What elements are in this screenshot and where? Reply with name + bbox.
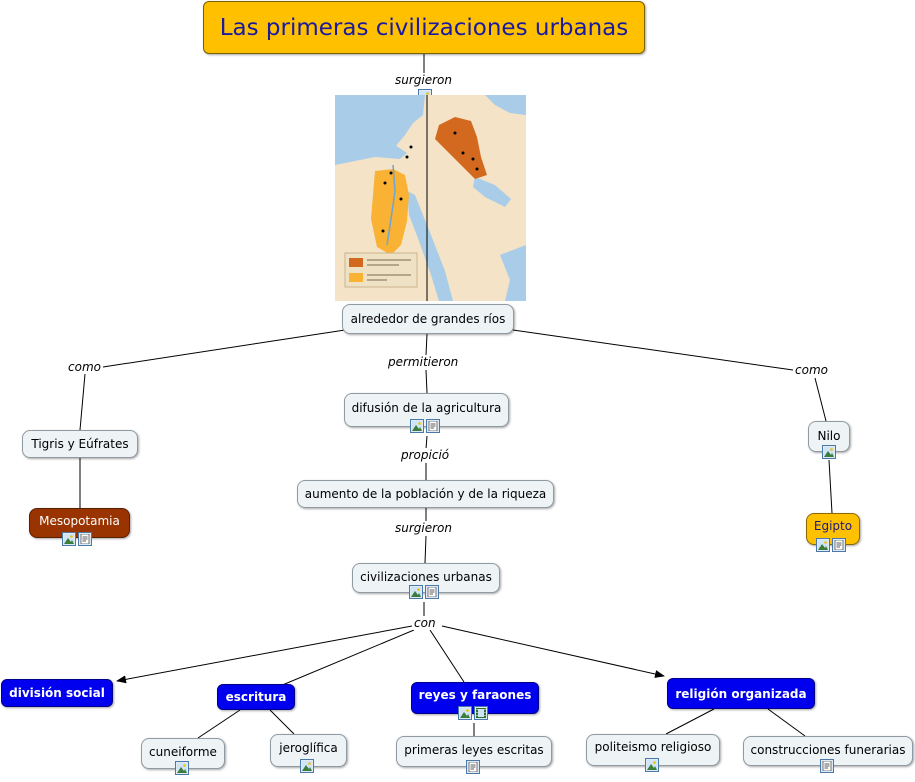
title-node[interactable]: Las primeras civilizaciones urbanas bbox=[203, 1, 645, 54]
phrase-como-left: como bbox=[66, 360, 103, 374]
image-icon[interactable] bbox=[645, 758, 659, 772]
link-como-nilo bbox=[814, 377, 827, 422]
image-icon[interactable] bbox=[62, 532, 76, 546]
link-con-escritura bbox=[279, 629, 415, 687]
concept-division[interactable]: división social bbox=[1, 679, 113, 707]
link-religion-construcciones bbox=[767, 708, 806, 737]
title-text: Las primeras civilizaciones urbanas bbox=[219, 14, 629, 41]
document-icon[interactable] bbox=[426, 419, 440, 433]
phrase-como-right: como bbox=[793, 363, 830, 377]
phrase-surgieron-top: surgieron bbox=[393, 73, 455, 87]
link-escritura-jeroglifica bbox=[269, 709, 295, 735]
phrase-con: con bbox=[412, 616, 438, 630]
document-icon[interactable] bbox=[78, 532, 92, 546]
concept-politeismo[interactable]: politeismo religioso bbox=[586, 734, 720, 766]
image-icon[interactable] bbox=[175, 761, 189, 775]
document-icon[interactable] bbox=[425, 585, 439, 599]
image-icon[interactable] bbox=[816, 538, 830, 552]
video-icon[interactable] bbox=[474, 706, 488, 720]
link-con-division bbox=[116, 625, 413, 684]
link-con-reyes bbox=[429, 629, 465, 683]
image-icon[interactable] bbox=[458, 706, 472, 720]
concept-rios[interactable]: alrededor de grandes ríos bbox=[342, 304, 514, 334]
document-icon[interactable] bbox=[832, 538, 846, 552]
link-como-tigris bbox=[79, 373, 86, 431]
concept-escritura[interactable]: escritura bbox=[217, 684, 295, 710]
phrase-permitieron: permitieron bbox=[386, 355, 461, 369]
link-permitieron-agricultura bbox=[425, 369, 428, 394]
link-religion-politeismo bbox=[665, 708, 715, 735]
link-surgieron-civilizaciones bbox=[424, 535, 427, 564]
document-icon[interactable] bbox=[466, 760, 480, 774]
image-icon[interactable] bbox=[410, 419, 424, 433]
concept-tigris[interactable]: Tigris y Eúfrates bbox=[22, 430, 138, 458]
phrase-propicio: propició bbox=[399, 448, 452, 462]
map-image bbox=[335, 95, 526, 301]
concept-religion[interactable]: religión organizada bbox=[667, 678, 815, 709]
link-rios-permitieron bbox=[425, 333, 428, 356]
link-nilo-egipto bbox=[828, 459, 833, 514]
concept-poblacion[interactable]: aumento de la población y de la riqueza bbox=[297, 480, 554, 508]
link-escritura-cuneiforme bbox=[197, 709, 241, 739]
concept-jeroglifica[interactable]: jeroglífica bbox=[270, 734, 347, 767]
document-icon[interactable] bbox=[820, 759, 834, 773]
concept-civilizaciones[interactable]: civilizaciones urbanas bbox=[352, 563, 500, 593]
link-agricultura-propicio bbox=[425, 435, 428, 450]
link-rios-como-left bbox=[102, 329, 346, 368]
link-rios-como-right bbox=[512, 329, 794, 371]
link-con-religion bbox=[441, 625, 665, 678]
phrase-surgieron-mid: surgieron bbox=[393, 521, 455, 535]
image-icon[interactable] bbox=[300, 759, 314, 773]
image-icon[interactable] bbox=[409, 585, 423, 599]
image-icon[interactable] bbox=[822, 445, 836, 459]
